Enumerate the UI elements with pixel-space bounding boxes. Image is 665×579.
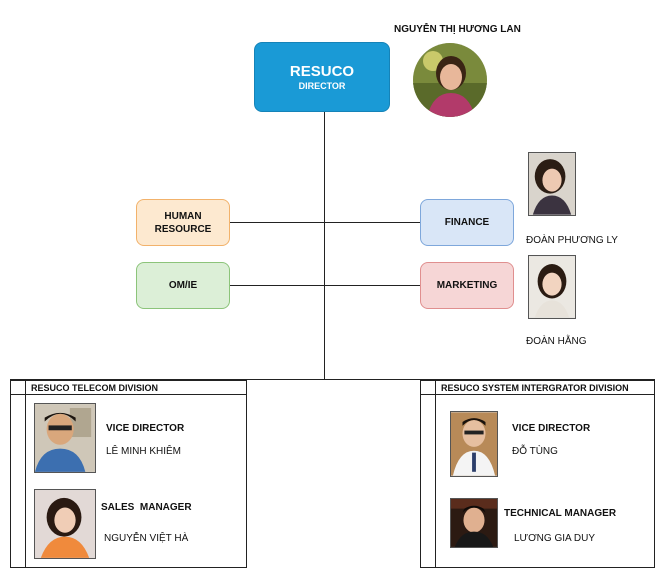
finance-person-avatar (528, 152, 576, 216)
finance-label: FINANCE (444, 217, 490, 228)
omie-box: OM/IE (136, 262, 230, 309)
system-integrator-technical-manager-avatar (450, 498, 498, 548)
telecom-sales-manager-name: NGUYỄN VIỆT HÀ (104, 533, 189, 544)
connector-vertical-main (324, 112, 325, 380)
human-resource-box: HUMAN RESOURCE (136, 199, 230, 246)
marketing-box: MARKETING (420, 262, 514, 309)
marketing-person-photo-image (529, 256, 575, 318)
director-name: NGUYỄN THỊ HƯƠNG LAN (394, 24, 521, 35)
system-integrator-vice-director-name: ĐỖ TÙNG (512, 446, 558, 457)
telecom-vice-director-name: LÊ MINH KHIÊM (106, 446, 182, 457)
system-integrator-technical-manager-name: LƯƠNG GIA DUY (514, 533, 596, 544)
finance-person-name: ĐOÀN PHƯƠNG LY (526, 235, 618, 246)
system-integrator-vice-director-role: VICE DIRECTOR (512, 423, 591, 434)
system-integrator-vice-director-photo-image (451, 412, 497, 476)
telecom-division-title: RESUCO TELECOM DIVISION (11, 381, 246, 395)
telecom-sales-manager-avatar (34, 489, 96, 559)
omie-label: OM/IE (168, 280, 198, 291)
director-box: RESUCO DIRECTOR (254, 42, 390, 112)
system-integrator-technical-manager-role: TECHNICAL MANAGER (504, 508, 617, 519)
telecom-vice-director-photo-image (35, 404, 95, 472)
telecom-division-side-tab (11, 381, 26, 567)
system-integrator-vice-director-avatar (450, 411, 498, 477)
connector-hr-finance (230, 222, 420, 223)
system-integrator-division-panel: RESUCO SYSTEM INTERGRATOR DIVISION VICE … (420, 380, 655, 568)
human-resource-label: HUMAN RESOURCE (154, 210, 212, 235)
director-photo-image (413, 43, 487, 117)
director-avatar (413, 43, 487, 117)
marketing-person-avatar (528, 255, 576, 319)
director-role-label: DIRECTOR (298, 80, 346, 91)
system-integrator-division-title: RESUCO SYSTEM INTERGRATOR DIVISION (421, 381, 654, 395)
telecom-sales-manager-role: SALES MANAGER (101, 502, 192, 513)
connector-omie-marketing (230, 285, 420, 286)
telecom-sales-manager-photo-image (35, 490, 95, 558)
finance-person-photo-image (529, 153, 575, 215)
marketing-label: MARKETING (436, 280, 498, 291)
marketing-person-name: ĐOÀN HẰNG (526, 336, 587, 347)
finance-box: FINANCE (420, 199, 514, 246)
telecom-vice-director-role: VICE DIRECTOR (106, 423, 185, 434)
system-integrator-technical-manager-photo-image (451, 499, 497, 547)
telecom-vice-director-avatar (34, 403, 96, 473)
telecom-division-panel: RESUCO TELECOM DIVISION VICE DIRECTOR LÊ… (10, 380, 247, 568)
connector-divisions-bar (10, 379, 655, 380)
system-integrator-division-side-tab (421, 381, 436, 567)
director-org-label: RESUCO (289, 62, 355, 80)
